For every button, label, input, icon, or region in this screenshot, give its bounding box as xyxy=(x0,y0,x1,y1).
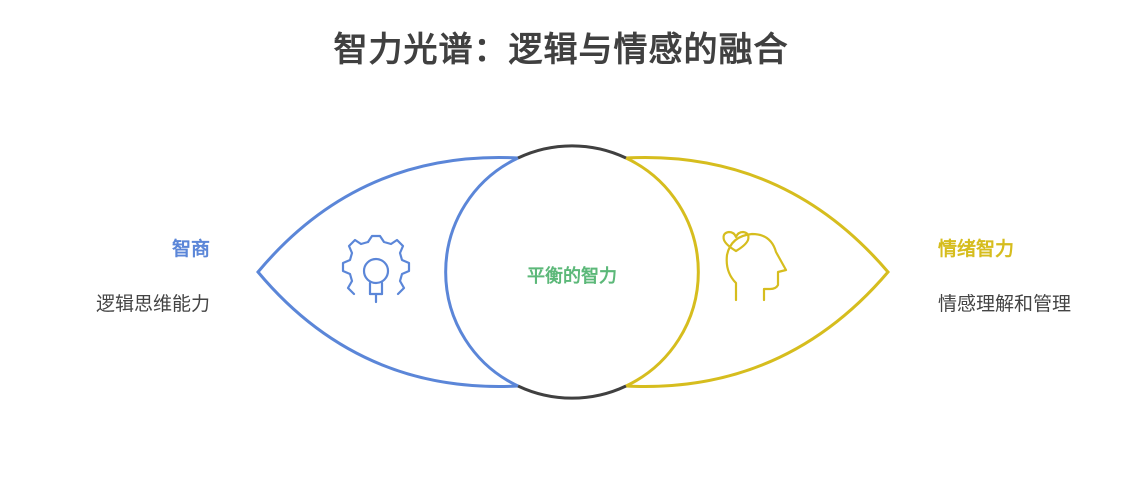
center-circle-left-arc xyxy=(444,156,519,388)
iq-description: 逻辑思维能力 xyxy=(95,293,210,315)
diagram-title: 智力光谱：逻辑与情感的融合 xyxy=(333,30,789,70)
head-heart-icon xyxy=(722,230,788,302)
iq-title: 智商 xyxy=(171,238,210,260)
eq-description: 情感理解和管理 xyxy=(938,293,1072,315)
gear-lightbulb-icon xyxy=(341,234,411,304)
balanced-intelligence-label: 平衡的智力 xyxy=(527,266,617,287)
eq-title: 情绪智力 xyxy=(938,238,1015,260)
iq-lens-outline xyxy=(256,156,519,388)
eq-lens-outline xyxy=(625,156,890,388)
center-circle-right-arc xyxy=(625,156,700,388)
center-circle-top-arc xyxy=(517,144,627,160)
center-circle-bottom-arc xyxy=(517,384,627,400)
